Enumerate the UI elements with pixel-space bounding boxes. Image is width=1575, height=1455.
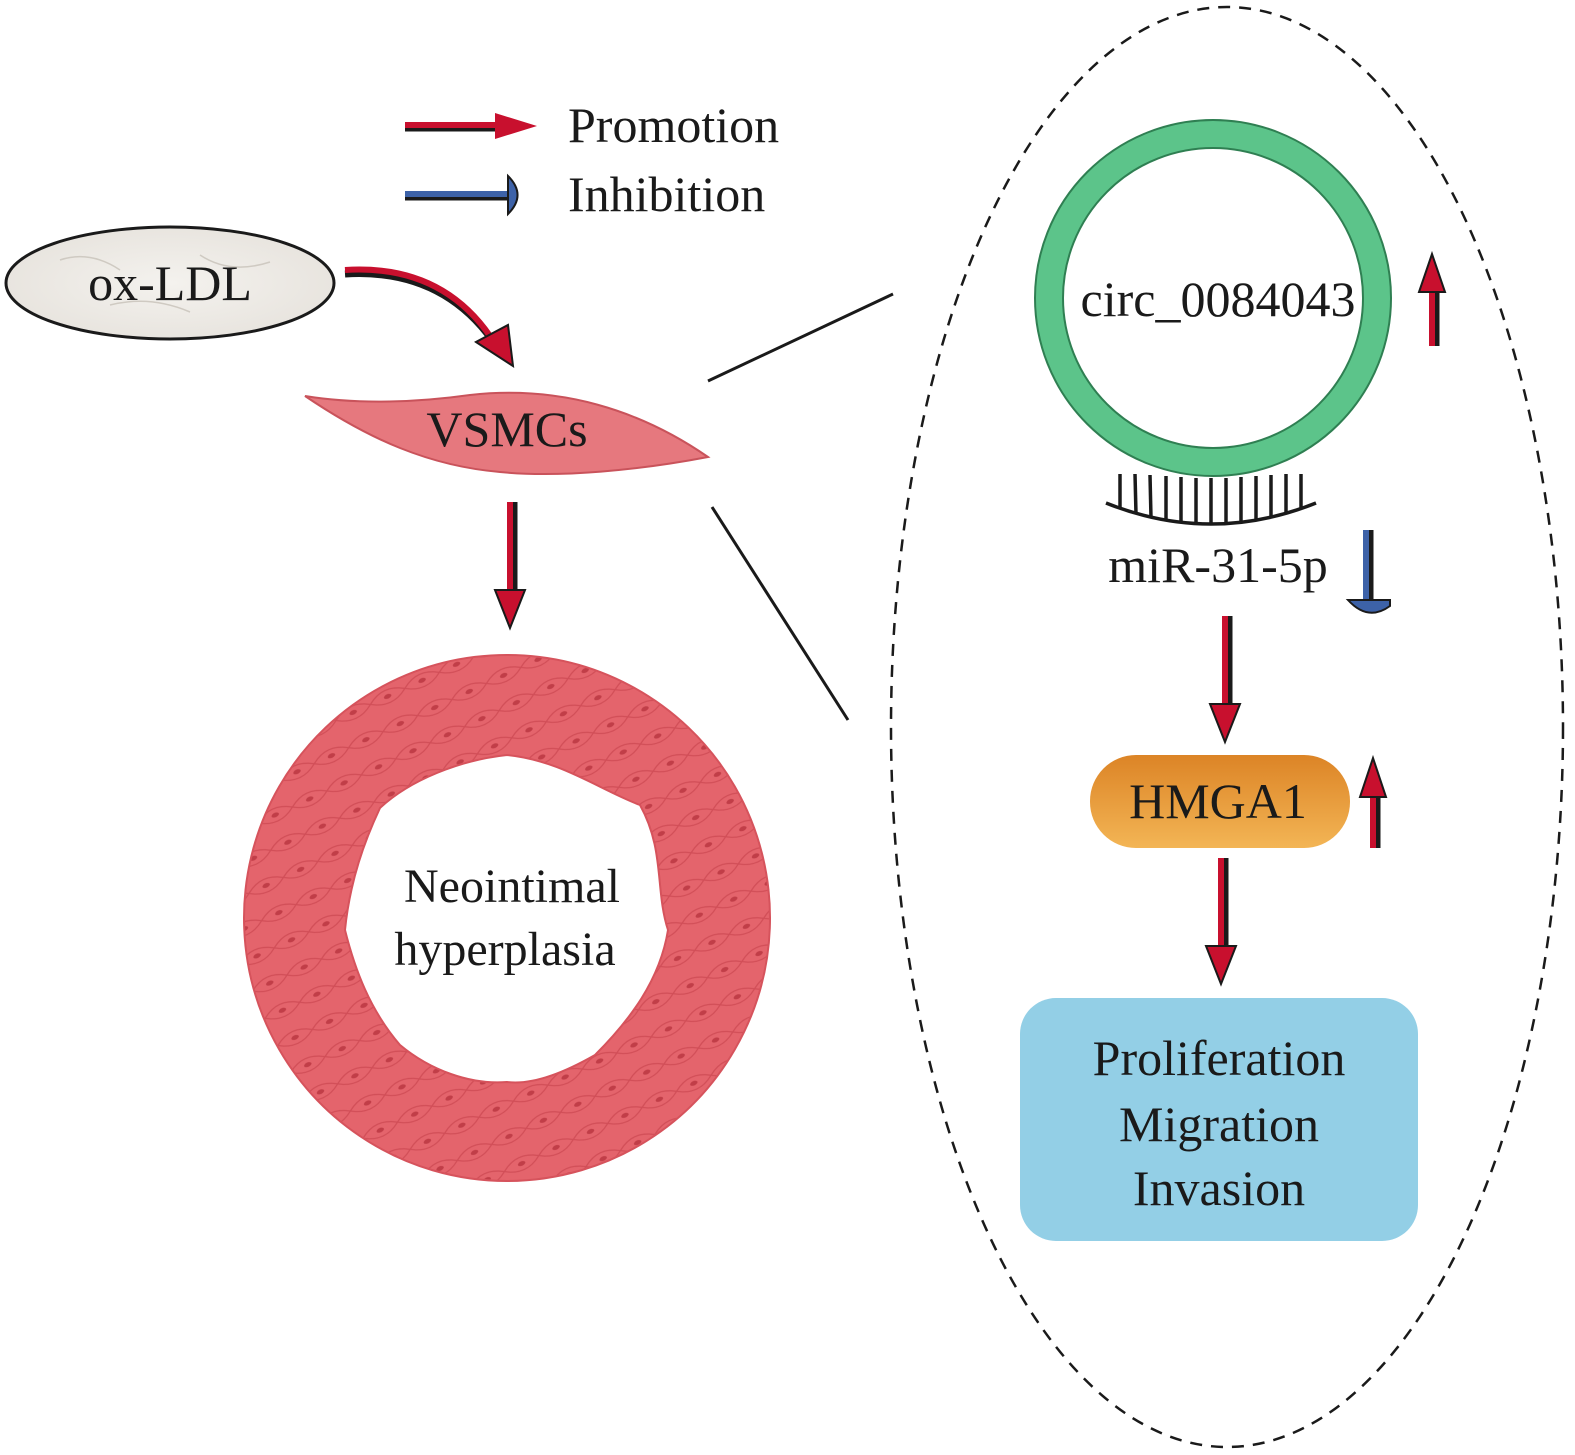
vessel-cross-section: Neointimal hyperplasia bbox=[243, 654, 771, 1182]
ox-ldl-node: ox-LDL bbox=[4, 225, 336, 341]
oxldl-to-vsmc-arrow-icon bbox=[344, 266, 515, 369]
zoom-line-top bbox=[707, 292, 894, 383]
effect-item: Invasion bbox=[1133, 1160, 1305, 1216]
effect-item: Migration bbox=[1119, 1096, 1319, 1152]
mirna-to-hmga1-arrow-icon bbox=[1208, 616, 1242, 745]
vsmc-cell: VSMCs bbox=[304, 391, 711, 475]
promotion-label: Promotion bbox=[568, 97, 779, 153]
mirna-label: miR-31-5p bbox=[1108, 537, 1327, 593]
circrna-up-arrow-icon bbox=[1417, 250, 1447, 346]
vsmc-label: VSMCs bbox=[426, 401, 587, 457]
legend: Promotion Inhibition bbox=[405, 97, 779, 222]
vsmc-to-vessel-arrow-icon bbox=[493, 502, 527, 631]
circrna-node: circ_0084043 bbox=[1034, 119, 1392, 477]
mechanism-zoom-ellipse bbox=[889, 5, 1565, 1449]
mirna-down-inhibition-icon bbox=[1345, 530, 1391, 614]
outcome-line2: hyperplasia bbox=[394, 923, 615, 976]
inhibition-label: Inhibition bbox=[568, 166, 765, 222]
inhibition-bar-icon bbox=[405, 173, 519, 217]
hmga1-to-effects-arrow-icon bbox=[1204, 858, 1238, 987]
ox-ldl-label: ox-LDL bbox=[88, 255, 252, 311]
effects-box: Proliferation Migration Invasion bbox=[1020, 998, 1418, 1241]
mirna-binding-comb bbox=[1105, 473, 1317, 526]
outcome-line1: Neointimal bbox=[404, 860, 620, 913]
hmga1-label: HMGA1 bbox=[1129, 773, 1307, 829]
zoom-line-bottom bbox=[710, 506, 850, 721]
circrna-label: circ_0084043 bbox=[1081, 271, 1356, 327]
promotion-arrow-icon bbox=[405, 113, 537, 139]
effect-item: Proliferation bbox=[1093, 1030, 1346, 1086]
hmga1-node: HMGA1 bbox=[1090, 755, 1350, 848]
hmga1-up-arrow-icon bbox=[1358, 754, 1388, 848]
